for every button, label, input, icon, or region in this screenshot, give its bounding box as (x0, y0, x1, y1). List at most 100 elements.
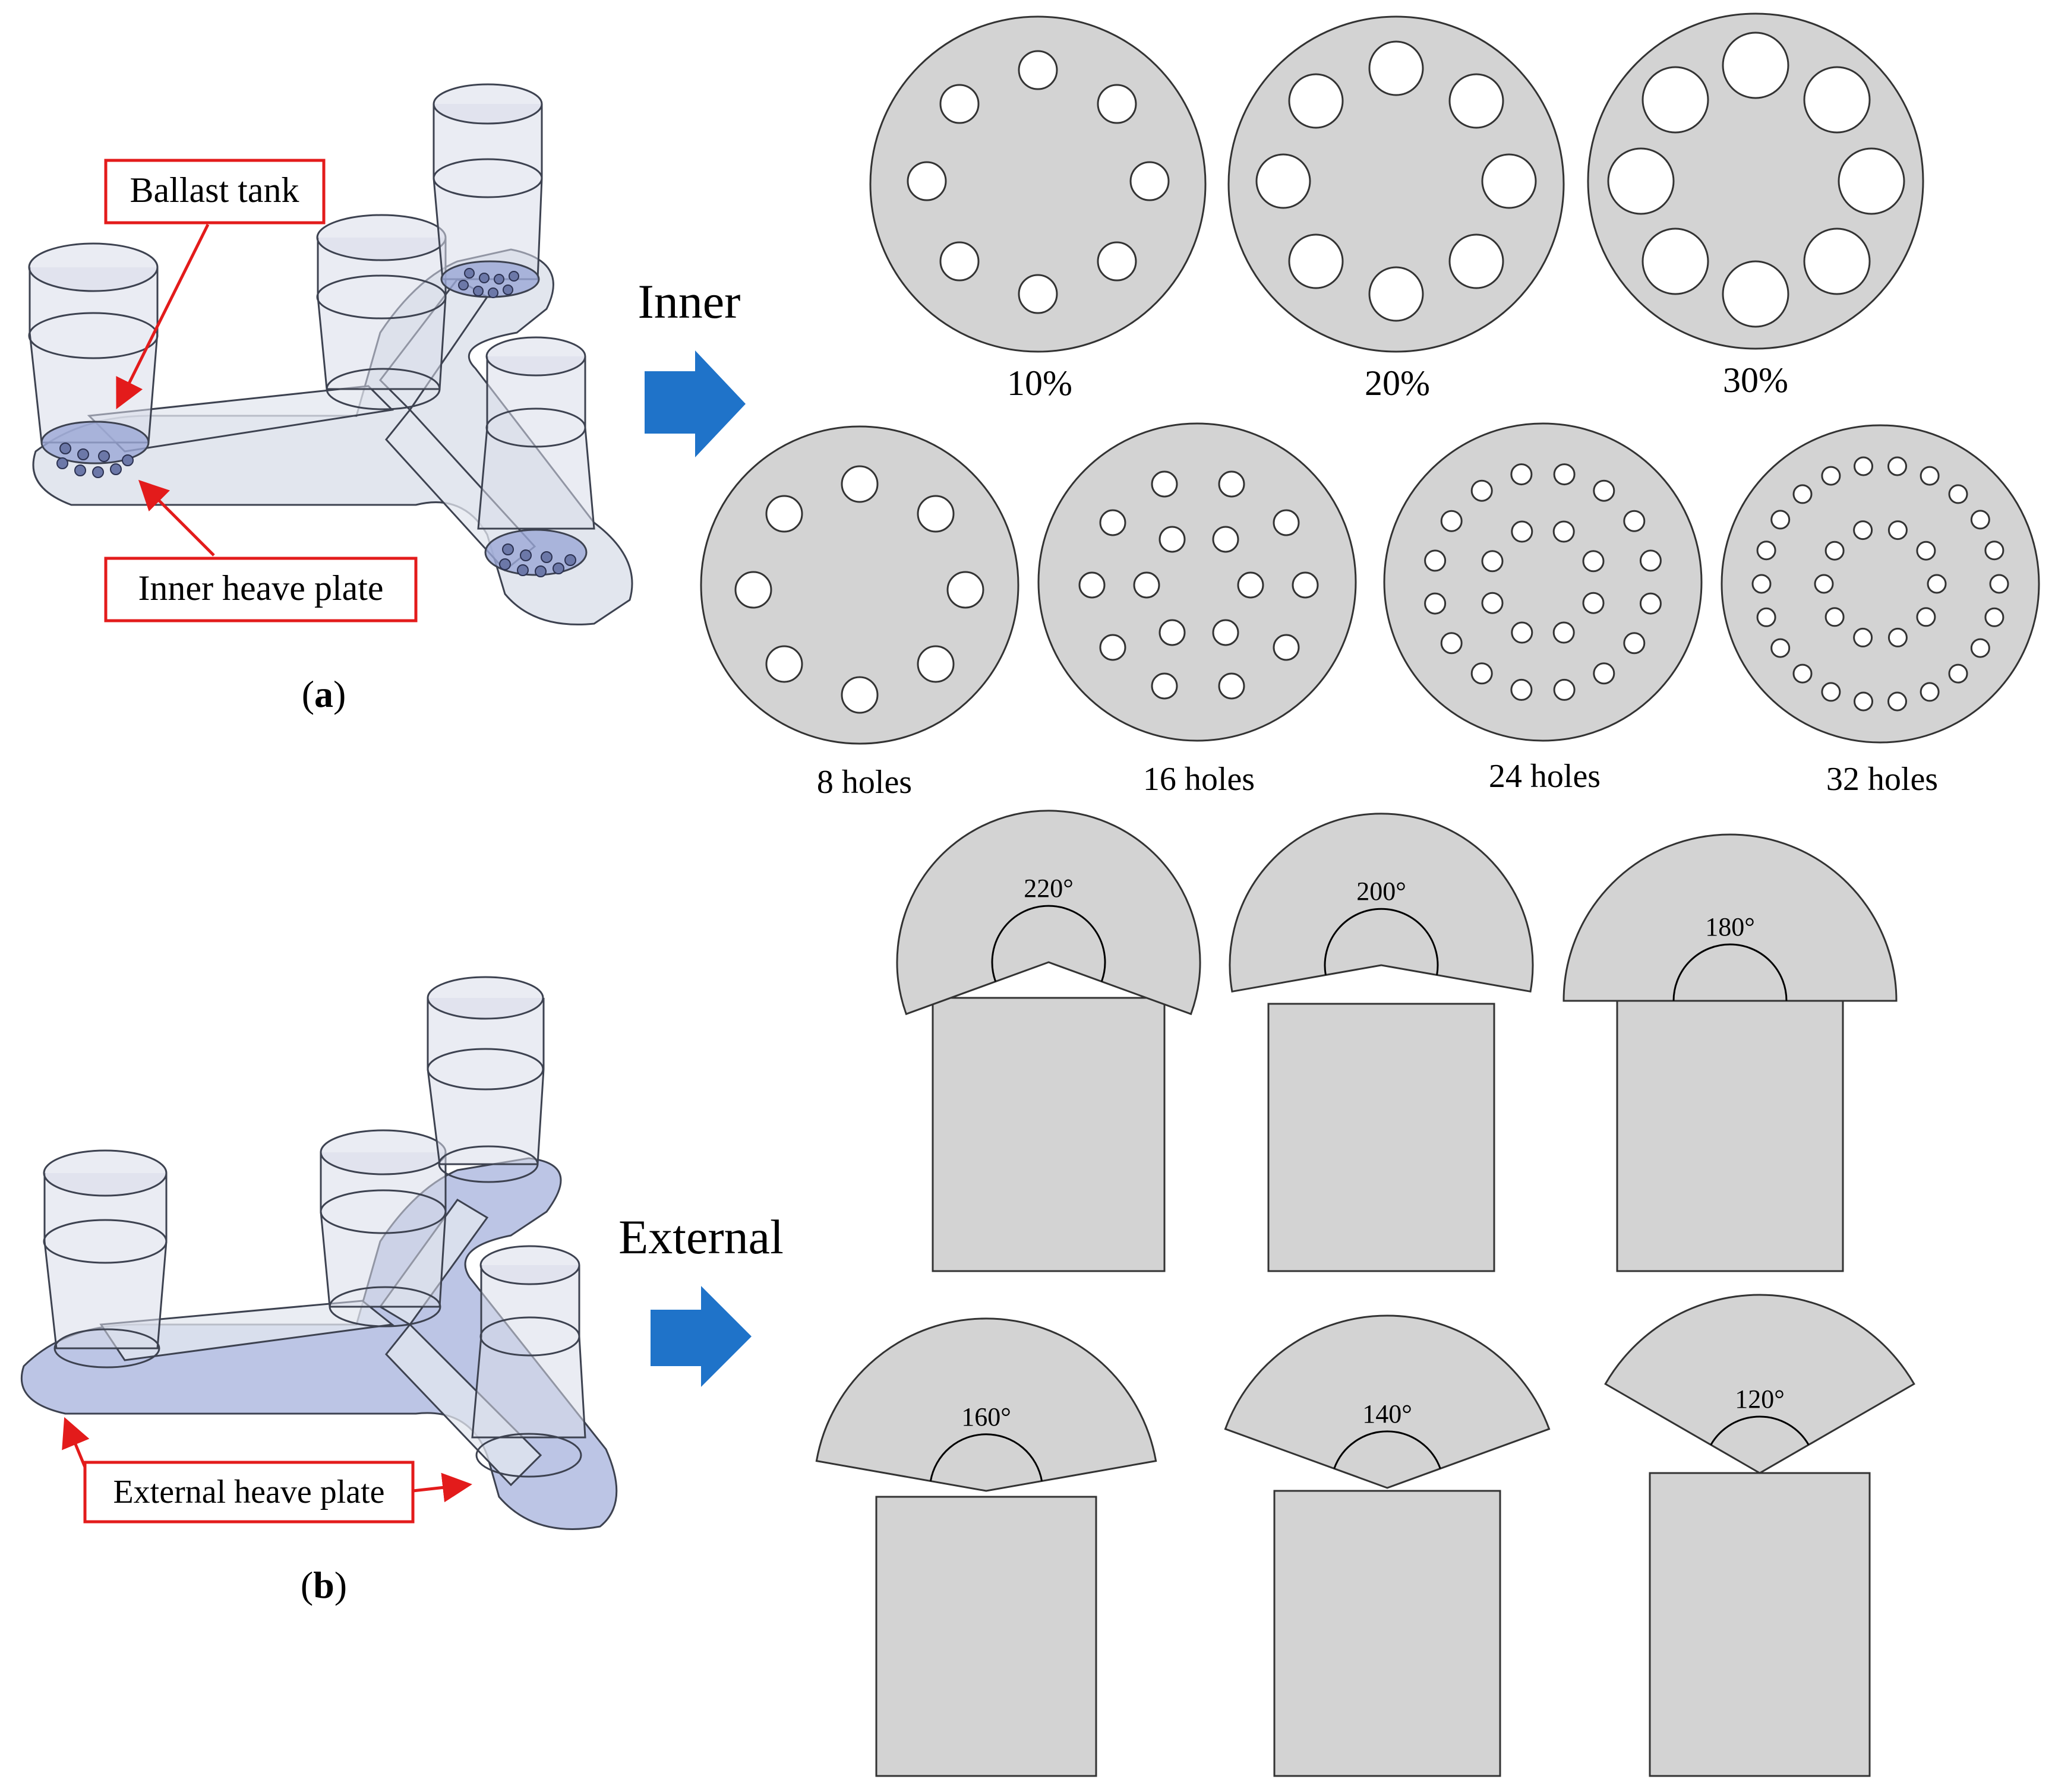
plate-hole (1440, 510, 1463, 532)
angle-arc (929, 1433, 1043, 1481)
plate-body (932, 997, 1166, 1272)
plate-hole (1582, 592, 1605, 614)
plate-body (1273, 1490, 1501, 1777)
external-plates: 220° 200° 180° 160° 140° 120° (815, 810, 1915, 1777)
plate-hole (1770, 510, 1791, 530)
callout-inner-heave-plate: Inner heave plate (104, 479, 418, 622)
plate-hole (1593, 479, 1615, 502)
plate-hole (1916, 541, 1936, 561)
plate-sector (1562, 833, 1898, 1002)
external-plate-180: 180° (1562, 833, 1898, 1272)
plate-hole (1553, 678, 1576, 701)
label-porosity-30: 30% (1723, 361, 1788, 400)
angle-label-140: 140° (1362, 1399, 1412, 1428)
inner-plate-holes-a (56, 268, 576, 577)
plate-hole (1821, 682, 1841, 702)
plate-8-holes (700, 425, 1019, 745)
angle-arc (1324, 908, 1439, 975)
plate-hole (1481, 592, 1504, 614)
plate-hole (1916, 607, 1936, 627)
plate-hole (1756, 607, 1776, 627)
plate-hole (1984, 541, 2005, 561)
plate-porosity-10 (869, 15, 1207, 353)
label-porosity-20: 20% (1365, 364, 1430, 403)
plate-hole (1751, 574, 1772, 594)
plate-porosity-30 (1587, 12, 1924, 350)
plate-hole (1510, 463, 1533, 486)
callout-external-heave-plate: External heave plate (62, 1417, 472, 1524)
angle-arc (991, 905, 1106, 982)
plate-body (1616, 1000, 1844, 1272)
angle-arc (1672, 943, 1788, 1001)
plate-sector (815, 1317, 1157, 1492)
label-32-holes: 32 holes (1826, 761, 1938, 798)
plate-hole (1582, 550, 1605, 573)
plate-hole (1948, 484, 1968, 504)
callout-ballast-tank: Ballast tank (104, 159, 326, 409)
external-arrow (651, 1286, 752, 1387)
plate-hole (1854, 456, 1873, 476)
plate-hole (1511, 621, 1533, 644)
angle-arc (1333, 1430, 1441, 1469)
plate-16-holes (1037, 422, 1357, 742)
label-16-holes: 16 holes (1143, 761, 1255, 798)
columns-b (43, 976, 586, 1478)
plate-hole (1887, 691, 1907, 712)
external-plate-200: 200° (1229, 813, 1534, 1272)
plate-hole (1970, 638, 1990, 658)
columns-a (28, 83, 595, 576)
plate-hole (1470, 662, 1493, 685)
plate-porosity-20 (1227, 15, 1565, 353)
inner-arrow (645, 350, 746, 457)
angle-label-160: 160° (961, 1402, 1011, 1431)
panel-a-label: (a) (302, 673, 346, 715)
plate-hole (1824, 607, 1845, 627)
plate-sector (1229, 813, 1534, 993)
plate-hole (1623, 510, 1646, 532)
plate-hole (1481, 550, 1504, 573)
angle-label-120: 120° (1735, 1385, 1785, 1414)
label-porosity-10: 10% (1007, 364, 1072, 403)
plate-sector (896, 810, 1201, 1016)
plate-hole (1639, 592, 1662, 615)
angle-label-180: 180° (1705, 912, 1755, 941)
external-plate-220: 220° (896, 810, 1201, 1272)
plate-hole (1920, 466, 1940, 486)
plate-hole (1887, 627, 1908, 647)
plate-hole (1970, 510, 1990, 530)
porosity-plates (869, 12, 1924, 353)
plate-hole (1984, 607, 2005, 627)
plate-hole (1887, 456, 1907, 476)
plate-hole (1639, 549, 1662, 572)
plate-hole (1756, 541, 1776, 561)
plate-hole (1920, 682, 1940, 702)
external-label: External (618, 1210, 784, 1264)
inner-label: Inner (637, 274, 740, 328)
plate-hole (1424, 592, 1447, 615)
plate-hole (1948, 663, 1968, 684)
plate-hole (1887, 520, 1908, 541)
plate-hole (1552, 520, 1575, 543)
plate-hole (1470, 479, 1493, 502)
plate-hole (1792, 484, 1813, 504)
plate-hole (1821, 466, 1841, 486)
plate-hole (1623, 632, 1646, 655)
plate-sector (1224, 1314, 1551, 1489)
panel-b-label: (b) (301, 1564, 347, 1606)
plate-body (1649, 1472, 1871, 1777)
plate-hole (1553, 463, 1576, 486)
plate-hole (1440, 632, 1463, 655)
label-8-holes: 8 holes (817, 764, 912, 801)
angle-label-200: 200° (1356, 877, 1406, 906)
plate-24-holes (1383, 422, 1703, 742)
label-24-holes: 24 holes (1489, 758, 1601, 795)
plate-body (1267, 1003, 1495, 1272)
panel-b-structure (20, 1157, 618, 1530)
plate-hole (1989, 574, 2009, 594)
external-plate-160: 160° (815, 1317, 1157, 1777)
plate-sector (1604, 1294, 1915, 1474)
plate-hole (1853, 627, 1873, 647)
external-heave-plate-label: External heave plate (113, 1474, 384, 1510)
angle-label-220: 220° (1024, 874, 1074, 903)
